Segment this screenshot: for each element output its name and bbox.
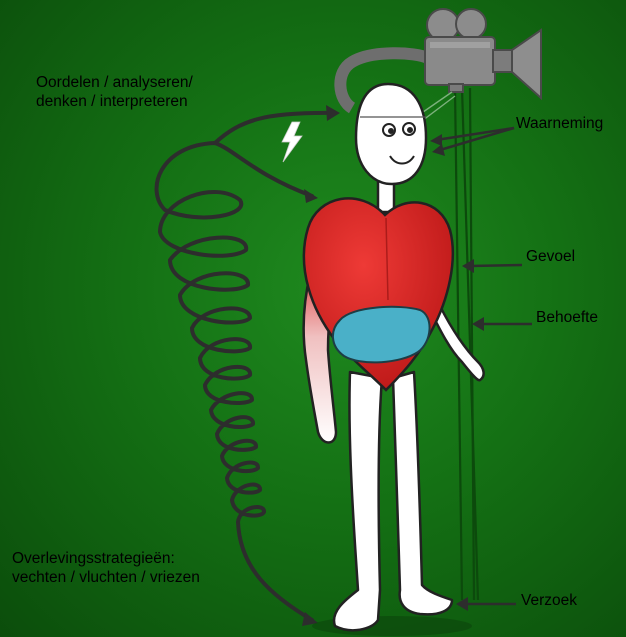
label-survival-line2: vechten / vluchten / vriezen bbox=[12, 568, 200, 587]
legs bbox=[334, 372, 452, 630]
label-request: Verzoek bbox=[521, 591, 577, 610]
label-survival-line1: Overlevingsstrategieën: bbox=[12, 549, 200, 568]
arrowhead bbox=[304, 189, 318, 203]
arrowhead bbox=[326, 105, 340, 121]
lightning-icon bbox=[282, 122, 302, 162]
need-blob bbox=[333, 307, 430, 363]
label-judging-line1: Oordelen / analyseren/ bbox=[36, 73, 193, 92]
arrow-to-head bbox=[215, 113, 335, 143]
label-observation: Waarneming bbox=[516, 114, 603, 133]
label-judging: Oordelen / analyseren/ denken / interpre… bbox=[36, 73, 193, 111]
label-need: Behoefte bbox=[536, 308, 598, 327]
label-judging-line2: denken / interpreteren bbox=[36, 92, 193, 111]
label-survival: Overlevingsstrategieën: vechten / vlucht… bbox=[12, 549, 200, 587]
label-feeling: Gevoel bbox=[526, 247, 575, 266]
